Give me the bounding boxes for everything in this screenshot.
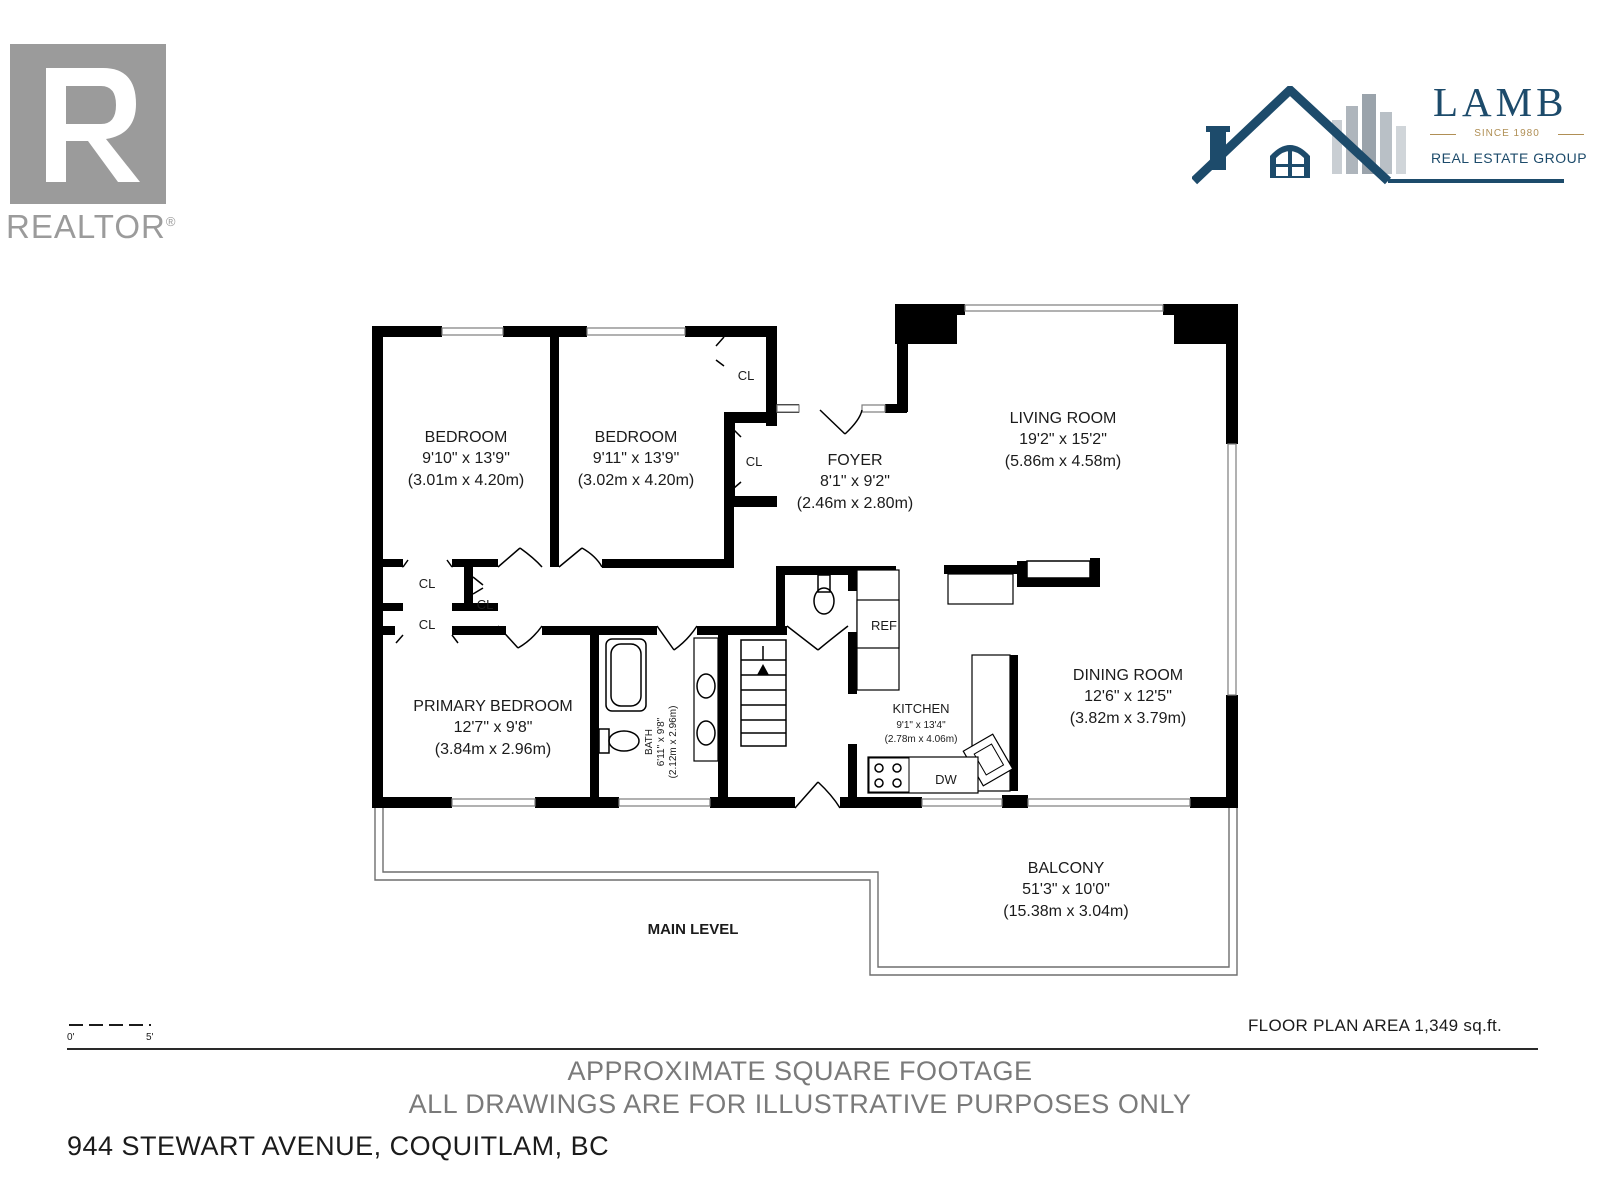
primary-name: PRIMARY BEDROOM [413,698,572,715]
refrigerator-label: REF [871,618,897,633]
closet-label-1: CL [738,368,755,383]
lamb-house-icon [1190,83,1564,185]
bedroom-1-name: BEDROOM [425,429,508,446]
foyer-metric: (2.46m x 2.80m) [797,495,913,512]
room-label-bedroom-1: BEDROOM 9'10" x 13'9" (3.01m x 4.20m) [408,429,524,489]
property-address: 944 STEWART AVENUE, COQUITLAM, BC [67,1131,610,1161]
foyer-imperial: 8'1" x 9'2" [820,473,890,490]
room-label-living: LIVING ROOM 19'2" x 15'2" (5.86m x 4.58m… [1005,410,1121,470]
balcony-outline [374,800,1238,976]
balcony-inner-outline [382,800,1230,968]
closet-label-5: CL [419,617,436,632]
windows [441,304,1237,807]
room-label-bath: BATH 6'11" x 9'8" (2.12m x 2.96m) [644,706,679,779]
lamb-wordmark: LAMB [1433,79,1568,125]
foyer-name: FOYER [827,452,882,469]
room-label-dining: DINING ROOM 12'6" x 12'5" (3.82m x 3.79m… [1070,667,1186,727]
bath-imperial: 6'11" x 9'8" [656,717,667,766]
footer-divider [67,1048,1538,1050]
bedroom-1-metric: (3.01m x 4.20m) [408,472,524,489]
living-imperial: 19'2" x 15'2" [1019,431,1107,448]
lamb-logo [1190,83,1582,186]
dining-imperial: 12'6" x 12'5" [1084,688,1172,705]
balcony-imperial: 51'3" x 10'0" [1022,881,1110,898]
living-metric: (5.86m x 4.58m) [1005,453,1121,470]
realtor-registered-mark: ® [165,214,177,229]
bath-metric: (2.12m x 2.96m) [668,706,679,779]
realtor-logo [8,42,168,206]
scale-bar: 0' 5' [67,1024,154,1043]
level-name: MAIN LEVEL [648,921,739,938]
room-label-bedroom-2: BEDROOM 9'11" x 13'9" (3.02m x 4.20m) [578,429,694,489]
bedroom-1-imperial: 9'10" x 13'9" [422,450,510,467]
dining-name: DINING ROOM [1073,667,1183,684]
disclaimer-line-2: ALL DRAWINGS ARE FOR ILLUSTRATIVE PURPOS… [408,1089,1192,1119]
bedroom-2-metric: (3.02m x 4.20m) [578,472,694,489]
balcony-metric: (15.38m x 3.04m) [1003,903,1128,920]
scale-start: 0' [67,1032,75,1043]
primary-metric: (3.84m x 2.96m) [435,741,551,758]
dishwasher-label: DW [935,772,957,787]
living-name: LIVING ROOM [1010,410,1117,427]
kitchen-name: KITCHEN [892,701,949,716]
realtor-wordmark: REALTOR® [6,208,176,246]
room-label-foyer: FOYER 8'1" x 9'2" (2.46m x 2.80m) [797,452,913,512]
realtor-word: REALTOR [6,208,166,245]
bedroom-2-name: BEDROOM [595,429,678,446]
lamb-since: SINCE 1980 [1430,128,1584,139]
bedroom-2-imperial: 9'11" x 13'9" [593,450,680,467]
room-label-kitchen: KITCHEN 9'1" x 13'4" (2.78m x 4.06m) [885,701,958,745]
room-label-primary: PRIMARY BEDROOM 12'7" x 9'8" (3.84m x 2.… [413,698,572,758]
disclaimer-line-1: APPROXIMATE SQUARE FOOTAGE [567,1056,1033,1086]
primary-imperial: 12'7" x 9'8" [454,719,533,736]
kitchen-metric: (2.78m x 4.06m) [885,734,958,745]
closet-label-2: CL [746,454,763,469]
kitchen-imperial: 9'1" x 13'4" [896,720,946,731]
room-label-balcony: BALCONY 51'3" x 10'0" (15.38m x 3.04m) [1003,860,1128,920]
closet-label-4: CL [477,597,494,612]
scale-end: 5' [146,1032,154,1043]
balcony-name: BALCONY [1028,860,1105,877]
exterior-walls [372,304,1238,808]
bath-name: BATH [644,729,655,755]
floor-plan-area: FLOOR PLAN AREA 1,349 sq.ft. [1248,1016,1503,1035]
interior-walls [383,337,1100,808]
closet-label-3: CL [419,576,436,591]
fixtures [598,560,1091,794]
realtor-r-icon [10,44,166,204]
dining-metric: (3.82m x 3.79m) [1070,710,1186,727]
lamb-subtitle: REAL ESTATE GROUP [1431,150,1588,166]
doors [395,336,863,809]
